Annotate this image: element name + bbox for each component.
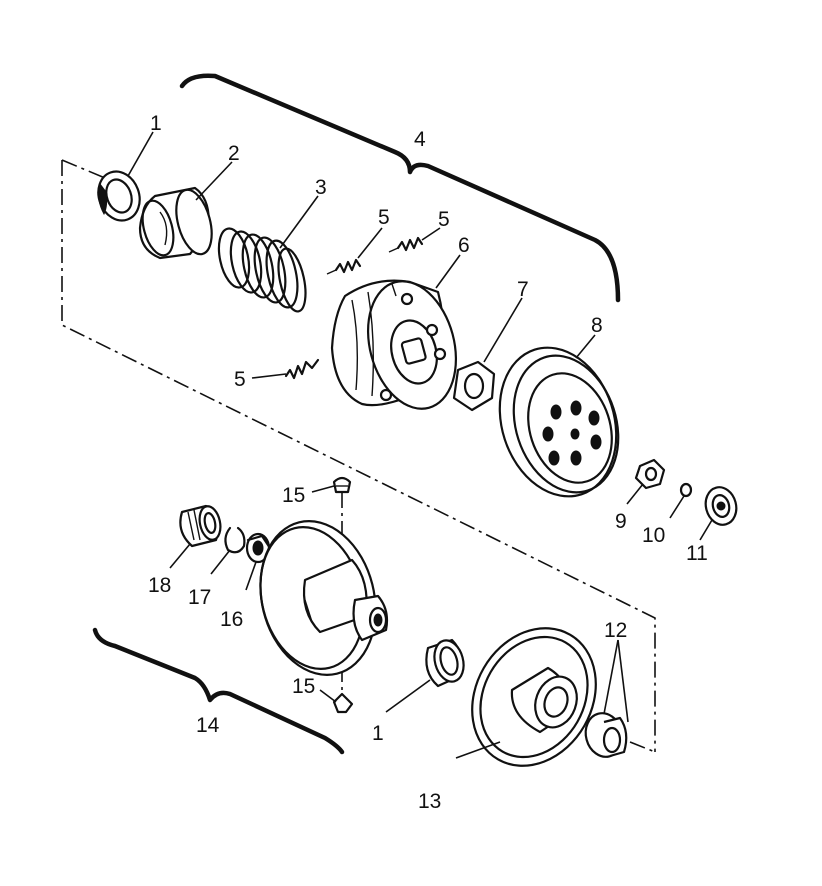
callout-5-c: 5 <box>234 368 246 391</box>
callout-15-top: 15 <box>282 484 305 507</box>
callout-15-bottom: 15 <box>292 675 315 698</box>
callout-17: 17 <box>188 586 211 609</box>
part-17-circlip <box>224 526 246 554</box>
callout-labels: 1 2 3 4 5 5 6 5 7 8 9 10 11 12 13 14 15 … <box>148 112 708 813</box>
part-10-washer <box>679 482 693 498</box>
callout-14: 14 <box>196 714 220 737</box>
part-6-clutch-assembly <box>330 279 458 410</box>
part-5-small-spring-c <box>284 358 320 380</box>
part-2-collar <box>138 186 213 260</box>
part-13-driven-pulley <box>471 627 597 767</box>
callout-11: 11 <box>686 542 708 565</box>
callout-18: 18 <box>148 574 171 597</box>
callout-13: 13 <box>418 790 441 813</box>
callout-9: 9 <box>615 510 627 533</box>
part-3-spring <box>217 227 307 313</box>
callout-1-bottom: 1 <box>372 722 384 745</box>
callout-5-b: 5 <box>438 208 450 231</box>
part-12-flanged-bushing <box>584 712 628 758</box>
part-5-small-spring-b <box>388 236 424 253</box>
callout-1-top: 1 <box>150 112 162 135</box>
part-15-nipple-bottom <box>332 692 354 714</box>
part-18-needle-bearing <box>179 504 222 548</box>
callout-5-a: 5 <box>378 206 390 229</box>
callout-3: 3 <box>315 176 327 199</box>
part-14-drive-pulley <box>259 520 389 676</box>
part-5-small-spring-a <box>326 258 362 275</box>
callout-16: 16 <box>220 608 243 631</box>
part-15-nipple-top <box>332 476 352 494</box>
brace-14 <box>92 627 345 755</box>
part-7-nut <box>452 360 496 412</box>
part-1-oil-seal-top <box>97 170 141 222</box>
callout-10: 10 <box>642 524 665 547</box>
part-8-clutch-bell <box>498 346 620 498</box>
callout-leaders <box>127 131 713 759</box>
callout-2: 2 <box>228 142 240 165</box>
callout-4: 4 <box>414 128 426 151</box>
part-11-bearing <box>704 486 738 526</box>
part-1-oil-seal-bottom <box>425 638 465 688</box>
callout-6: 6 <box>458 234 470 257</box>
part-9-cap-nut <box>634 458 666 490</box>
callout-12: 12 <box>604 619 627 642</box>
callout-7: 7 <box>517 278 529 301</box>
brace-4 <box>179 73 621 303</box>
callout-8: 8 <box>591 314 603 337</box>
